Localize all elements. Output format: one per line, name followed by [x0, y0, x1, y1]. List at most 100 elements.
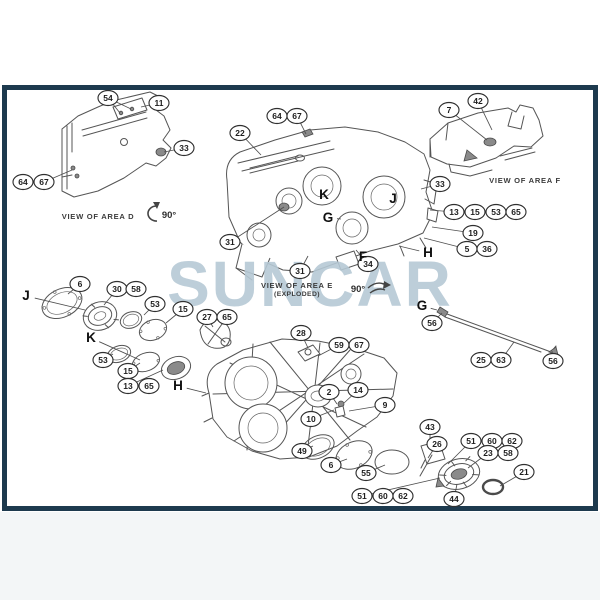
rotate-90-icon: 90°	[351, 281, 391, 295]
callout-44: 44	[443, 490, 465, 508]
callout-23: 23	[477, 444, 499, 462]
svg-text:15: 15	[123, 366, 133, 376]
callout-67: 67	[286, 107, 308, 125]
svg-text:62: 62	[507, 436, 517, 446]
svg-text:9: 9	[383, 400, 388, 410]
svg-text:13: 13	[123, 381, 133, 391]
svg-text:63: 63	[496, 355, 506, 365]
svg-text:15: 15	[470, 207, 480, 217]
svg-text:90°: 90°	[351, 284, 366, 295]
part-letter-F: F	[359, 249, 367, 264]
callout-51: 51	[460, 432, 482, 450]
svg-text:14: 14	[353, 385, 363, 395]
svg-text:10: 10	[306, 414, 316, 424]
shift-rod-drawing	[436, 306, 559, 356]
svg-text:43: 43	[425, 422, 435, 432]
callout-15: 15	[464, 203, 486, 221]
callout-64: 64	[12, 173, 34, 191]
svg-text:31: 31	[225, 237, 235, 247]
svg-text:59: 59	[334, 340, 344, 350]
part-letter-H: H	[423, 245, 433, 260]
svg-text:7: 7	[447, 105, 452, 115]
svg-text:65: 65	[222, 312, 232, 322]
callout-6: 6	[320, 456, 342, 474]
callout-21: 21	[513, 463, 535, 481]
callout-65: 65	[216, 308, 238, 326]
callout-55: 55	[355, 464, 377, 482]
callout-7: 7	[438, 101, 460, 119]
svg-text:30: 30	[112, 284, 122, 294]
svg-text:F: F	[359, 249, 367, 264]
callout-51: 51	[351, 487, 373, 505]
callout-43: 43	[419, 418, 441, 436]
svg-text:62: 62	[398, 491, 408, 501]
view-area-d-drawing	[61, 91, 172, 198]
svg-text:67: 67	[292, 111, 302, 121]
part-letter-J: J	[389, 191, 397, 206]
callout-62: 62	[392, 487, 414, 505]
callout-58: 58	[125, 280, 147, 298]
callout-28: 28	[290, 324, 312, 342]
svg-text:64: 64	[272, 111, 282, 121]
svg-text:27: 27	[202, 312, 212, 322]
callout-34: 34	[357, 255, 379, 273]
view-area-e-label: VIEW OF AREA E	[261, 281, 333, 290]
callout-49: 49	[291, 442, 313, 460]
callout-26: 26	[426, 435, 448, 453]
svg-text:13: 13	[449, 207, 459, 217]
svg-text:49: 49	[297, 446, 307, 456]
svg-text:65: 65	[144, 381, 154, 391]
view-area-e-caption: VIEW OF AREA E (EXPLODED) 90°	[261, 281, 391, 298]
svg-text:23: 23	[483, 448, 493, 458]
main-assembly-drawing	[226, 126, 439, 281]
svg-text:42: 42	[473, 96, 483, 106]
callout-56: 56	[421, 314, 443, 332]
svg-text:56: 56	[548, 356, 558, 366]
svg-text:K: K	[319, 187, 329, 202]
svg-text:6: 6	[78, 279, 83, 289]
svg-text:53: 53	[491, 207, 501, 217]
svg-text:26: 26	[432, 439, 442, 449]
svg-text:64: 64	[18, 177, 28, 187]
callout-36: 36	[476, 240, 498, 258]
svg-text:H: H	[423, 245, 433, 260]
exploded-gaskets-left-drawing	[41, 287, 232, 381]
part-letter-G: G	[323, 210, 334, 225]
view-area-f-label: VIEW OF AREA F	[489, 176, 561, 185]
svg-text:36: 36	[482, 244, 492, 254]
svg-text:J: J	[22, 288, 30, 303]
callout-27: 27	[196, 308, 218, 326]
svg-text:33: 33	[435, 179, 445, 189]
svg-text:25: 25	[476, 355, 486, 365]
svg-text:44: 44	[449, 494, 459, 504]
svg-text:2: 2	[327, 387, 332, 397]
part-letter-K: K	[319, 187, 329, 202]
callout-33: 33	[173, 139, 195, 157]
callout-14: 14	[347, 381, 369, 399]
svg-text:28: 28	[296, 328, 306, 338]
callout-15: 15	[172, 300, 194, 318]
svg-text:54: 54	[103, 93, 113, 103]
callout-15: 15	[117, 362, 139, 380]
callout-53: 53	[144, 295, 166, 313]
callout-30: 30	[106, 280, 128, 298]
svg-text:90°: 90°	[162, 210, 177, 221]
svg-text:65: 65	[511, 207, 521, 217]
watermark: SUNCAR	[167, 248, 453, 320]
callout-6: 6	[69, 275, 91, 293]
svg-text:67: 67	[354, 340, 364, 350]
callout-53: 53	[485, 203, 507, 221]
svg-text:19: 19	[468, 228, 478, 238]
view-area-d-label: VIEW OF AREA D	[62, 212, 135, 221]
callout-19: 19	[462, 224, 484, 242]
callout-33: 33	[429, 175, 451, 193]
callout-13: 13	[443, 203, 465, 221]
svg-text:67: 67	[39, 177, 49, 187]
svg-text:H: H	[173, 378, 183, 393]
callout-53: 53	[92, 351, 114, 369]
callout-9: 9	[374, 396, 396, 414]
svg-text:31: 31	[295, 266, 305, 276]
